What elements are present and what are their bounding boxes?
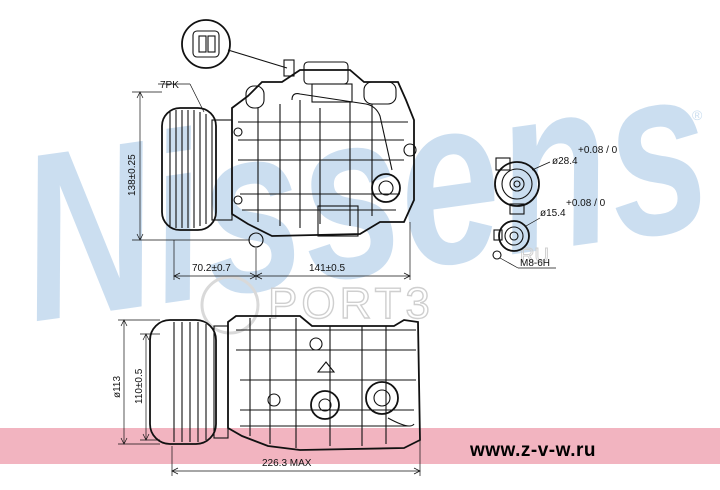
dim-overall: 226.3 MAX — [262, 458, 312, 469]
side-view — [118, 315, 421, 476]
top-view — [132, 19, 417, 280]
body-top — [231, 59, 417, 248]
pink-band — [0, 428, 720, 464]
dim-belt: 7PK — [160, 80, 179, 91]
dims-side — [118, 319, 421, 476]
dim-length: 141±0.5 — [309, 263, 346, 274]
dim-thread: M8-6H — [520, 258, 550, 269]
pulley-top — [161, 107, 233, 231]
dim-side-height: 110±0.5 — [134, 368, 145, 404]
port3-stamp: PORT3 RU — [200, 245, 549, 335]
site-url: www.z-v-w.ru — [470, 440, 596, 461]
ru-text: RU — [520, 245, 549, 267]
dim-port-small-tol: +0.08 / 0 — [566, 198, 606, 209]
dim-pulley-dia: ø113 — [112, 376, 123, 398]
body-side — [227, 315, 421, 451]
port-small — [492, 217, 556, 269]
dim-height: 138±0.25 — [127, 154, 138, 196]
dims-top — [132, 83, 411, 280]
port-large — [494, 157, 551, 215]
dim-port-large: ø28.4 — [552, 156, 578, 167]
dim-port-large-tol: +0.08 / 0 — [578, 145, 618, 156]
port-details — [492, 157, 556, 269]
dim-offset: 70.2±0.7 — [192, 263, 231, 274]
dim-port-small: ø15.4 — [540, 208, 566, 219]
watermark-registered: ® — [692, 107, 703, 123]
connector-detail — [181, 19, 288, 69]
